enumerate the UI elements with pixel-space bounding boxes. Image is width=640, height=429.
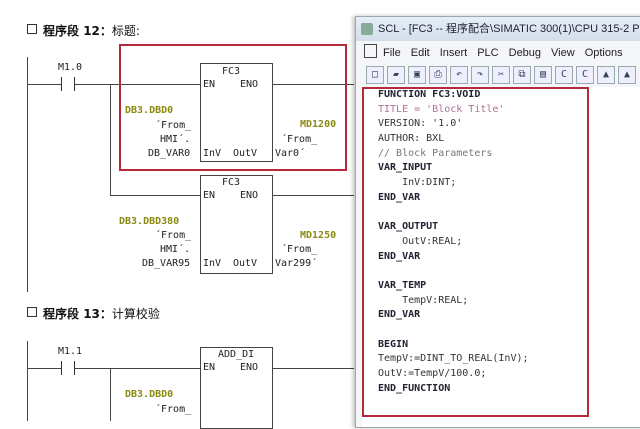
collapse-icon[interactable] (27, 24, 37, 34)
scl-editor-window: SCL - [FC3 -- 程序配合\SIMATIC 300(1)\CPU 31… (355, 16, 640, 428)
output-address: MD1200 (300, 119, 337, 130)
scl-app-icon (361, 23, 373, 35)
left-power-rail (27, 57, 28, 292)
code-highlight-box (362, 87, 589, 417)
rung-line (27, 368, 200, 369)
scl-source-code[interactable]: FUNCTION FC3:VOID TITLE = 'Block Title' … (378, 89, 529, 394)
branch-line (110, 368, 111, 421)
compile-icon[interactable]: C (555, 66, 573, 84)
contact-label: M1.0 (58, 62, 83, 73)
menu-file[interactable]: File (383, 47, 401, 59)
network-12-header[interactable]: 程序段 12：标题: (27, 22, 140, 39)
rung-line (110, 195, 200, 196)
open-icon[interactable]: ▰ (387, 66, 405, 84)
collapse-icon[interactable] (27, 307, 37, 317)
copy-icon[interactable]: ⧉ (513, 66, 531, 84)
menu-edit[interactable]: Edit (410, 47, 430, 59)
doc-icon (364, 44, 377, 58)
contact-m1-1[interactable] (61, 361, 75, 375)
left-power-rail (27, 341, 28, 421)
code-editor[interactable] (362, 87, 640, 427)
print-icon[interactable]: ⎙ (429, 66, 447, 84)
rung-line (27, 84, 200, 85)
cut-icon[interactable]: ✂ (492, 66, 510, 84)
input-address: DB3.DBD0 (125, 105, 174, 116)
menu-options[interactable]: Options (584, 47, 623, 59)
redo-icon[interactable]: ↷ (471, 66, 489, 84)
menu-debug[interactable]: Debug (508, 47, 542, 59)
network-13-header[interactable]: 程序段 13：计算校验 (27, 305, 160, 322)
compile-all-icon[interactable]: C (576, 66, 594, 84)
window-title: SCL - [FC3 -- 程序配合\SIMATIC 300(1)\CPU 31… (356, 17, 640, 41)
fc3-block[interactable] (200, 63, 273, 162)
rung-line (272, 84, 354, 85)
download-icon[interactable]: ▲ (597, 66, 615, 84)
paste-icon[interactable]: ▤ (534, 66, 552, 84)
undo-icon[interactable]: ↶ (450, 66, 468, 84)
menu-insert[interactable]: Insert (439, 47, 468, 59)
highlight-box (119, 44, 347, 171)
add-di-block[interactable] (200, 347, 273, 429)
menu-bar: File Edit Insert PLC Debug View Options (356, 43, 640, 63)
menu-view[interactable]: View (551, 47, 575, 59)
contact-m1-0[interactable] (61, 77, 75, 91)
rung-line (272, 368, 354, 369)
monitor-icon[interactable]: ▲ (618, 66, 636, 84)
rung-line (272, 195, 354, 196)
branch-line (110, 84, 111, 196)
menu-plc[interactable]: PLC (477, 47, 499, 59)
save-icon[interactable]: ▣ (408, 66, 426, 84)
new-icon[interactable]: □ (366, 66, 384, 84)
fc3-block-2[interactable] (200, 175, 273, 274)
